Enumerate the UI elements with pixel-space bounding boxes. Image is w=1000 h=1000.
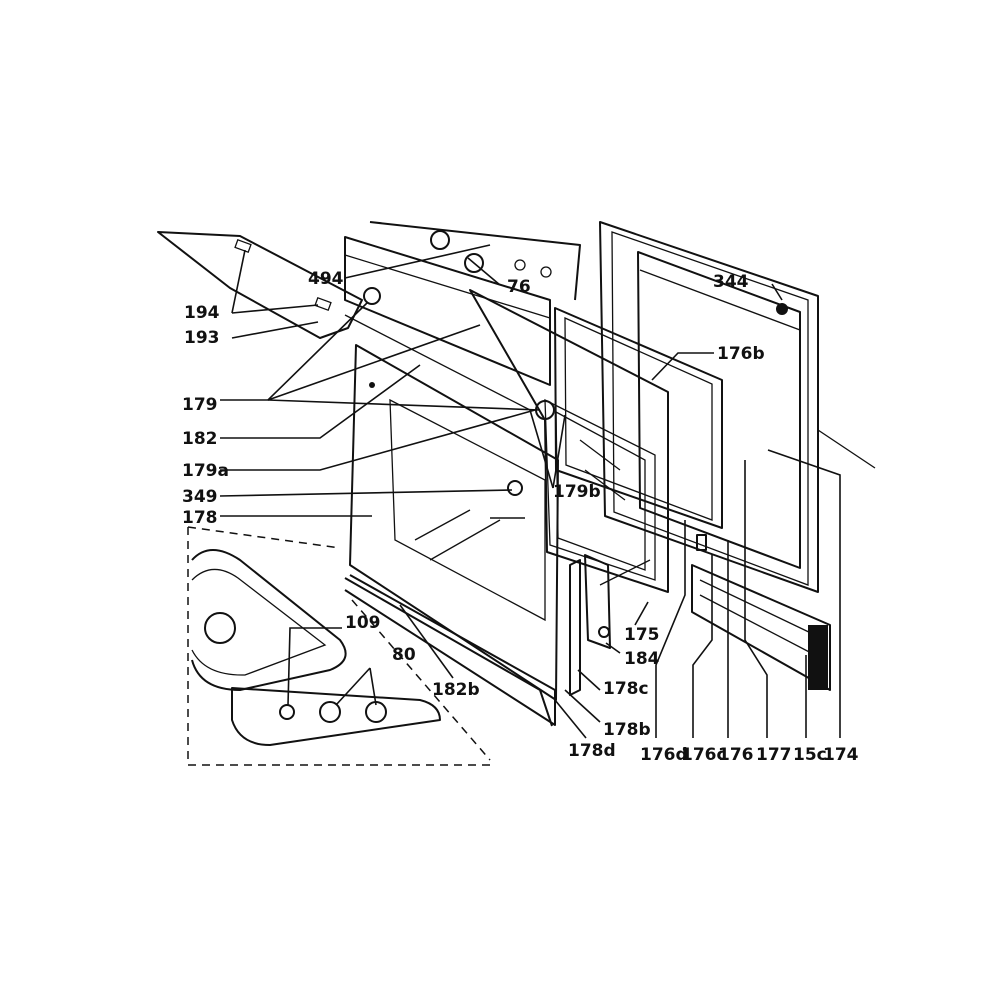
side-rail-15c <box>691 534 831 691</box>
control-panel-strip <box>344 221 581 411</box>
hinge-assembly <box>569 554 651 696</box>
knob-icon <box>464 253 484 273</box>
label-182b: 182b <box>432 680 480 700</box>
front-glass-door <box>344 344 559 727</box>
knob-icon <box>430 230 450 250</box>
part-labels: 494 76 344 194 193 176b 179 182 179a 349… <box>182 269 859 765</box>
label-193: 193 <box>184 328 220 348</box>
label-344: 344 <box>713 272 749 292</box>
label-177: 177 <box>756 745 792 765</box>
label-182: 182 <box>182 429 218 449</box>
top-rail <box>157 231 555 420</box>
cooktop-detail <box>187 526 491 766</box>
label-184: 184 <box>624 649 660 669</box>
label-174: 174 <box>823 745 859 765</box>
label-178c: 178c <box>603 679 649 699</box>
label-76: 76 <box>507 277 531 297</box>
label-176: 176 <box>718 745 754 765</box>
label-179a: 179a <box>182 461 229 481</box>
knob-icon <box>319 701 341 723</box>
label-179: 179 <box>182 395 218 415</box>
label-349: 349 <box>182 487 218 507</box>
label-494: 494 <box>308 269 344 289</box>
label-15c: 15c <box>793 745 827 765</box>
label-176b: 176b <box>717 344 765 364</box>
leader-lines <box>219 244 841 739</box>
label-109: 109 <box>345 613 381 633</box>
label-178: 178 <box>182 508 218 528</box>
oven-back-frame <box>599 221 876 593</box>
screw-icon <box>776 303 788 315</box>
label-194: 194 <box>184 303 220 323</box>
label-176c: 176c <box>681 745 727 765</box>
label-175: 175 <box>624 625 660 645</box>
label-80: 80 <box>392 645 416 665</box>
label-178d: 178d <box>568 741 616 761</box>
label-179b: 179b <box>553 482 601 502</box>
knob-icon <box>279 704 295 720</box>
label-178b: 178b <box>603 720 651 740</box>
label-176d: 176d <box>640 745 688 765</box>
